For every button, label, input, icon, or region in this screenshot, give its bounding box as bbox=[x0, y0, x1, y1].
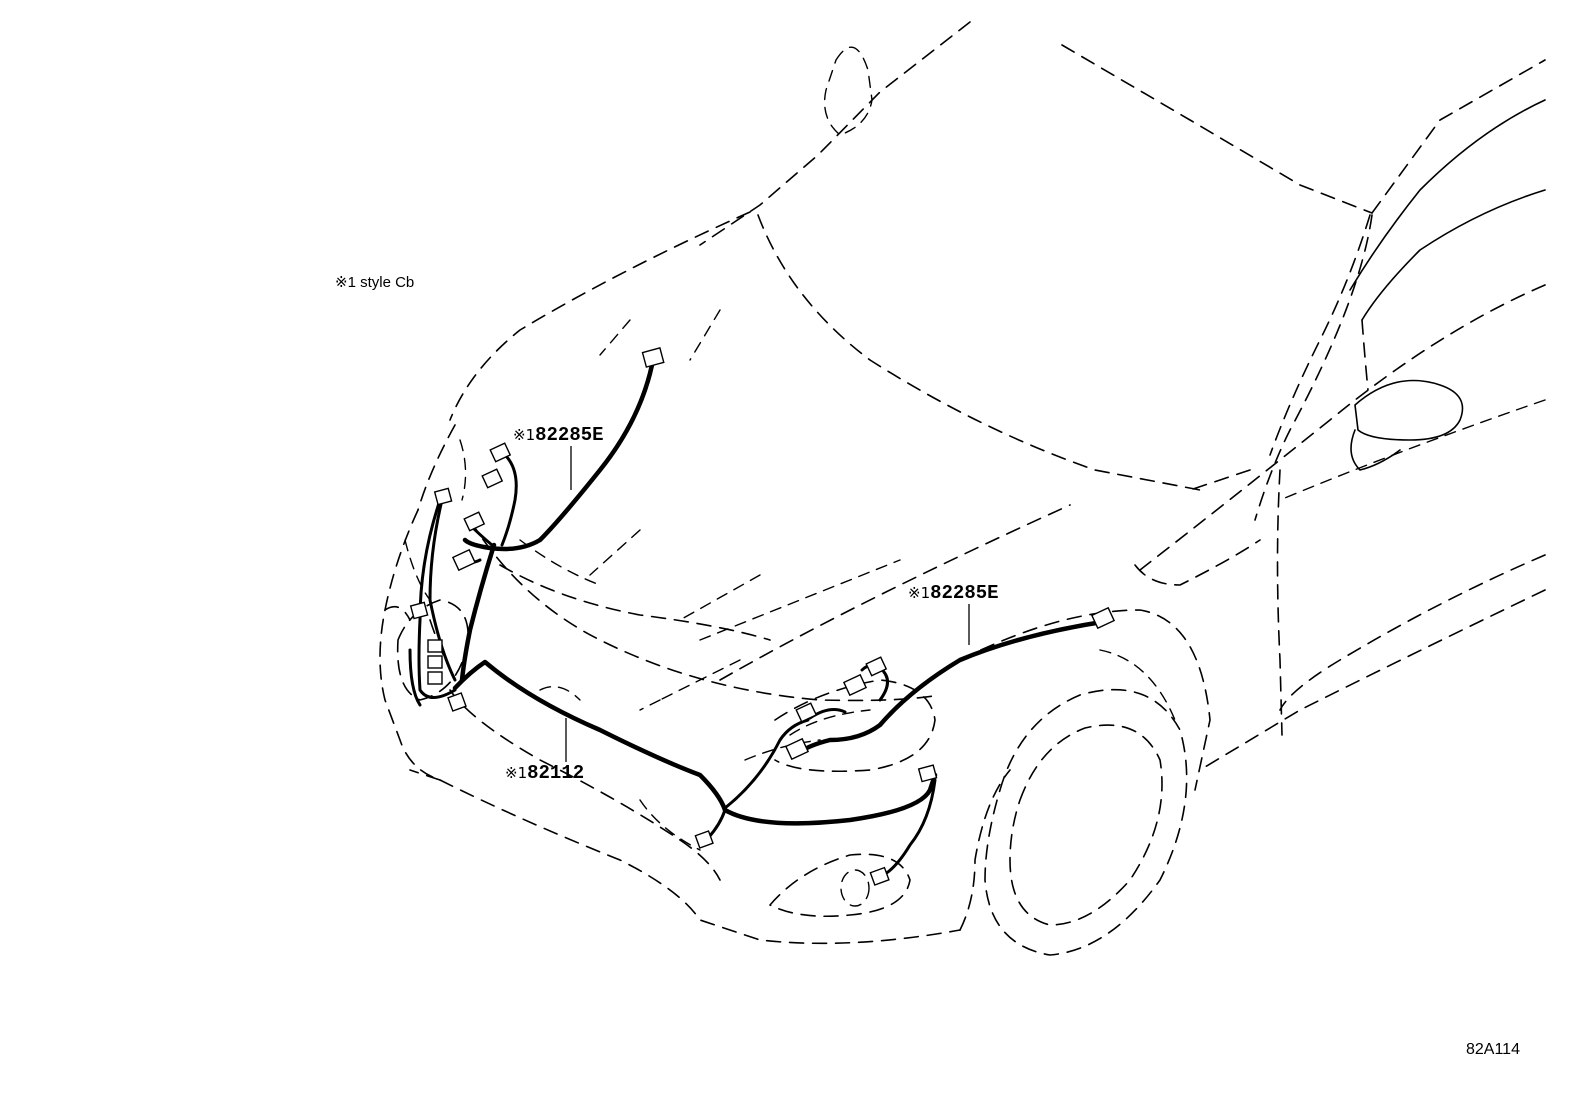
connector-icon bbox=[869, 866, 890, 886]
callout-part-number: 82112 bbox=[527, 762, 585, 784]
connector-icon bbox=[842, 673, 868, 697]
callout-82285e-left: ※182285E bbox=[513, 424, 604, 446]
callout-mark: ※1 bbox=[505, 764, 528, 782]
callout-mark: ※1 bbox=[908, 584, 931, 602]
connector-icon bbox=[1090, 606, 1116, 630]
harness-82112-front bbox=[452, 659, 938, 879]
callout-82285e-right: ※182285E bbox=[908, 582, 999, 604]
connector-icon bbox=[427, 655, 443, 669]
connector-icon bbox=[641, 347, 665, 368]
connector-icon bbox=[427, 639, 443, 653]
connector-icon bbox=[447, 692, 467, 712]
harness-82285e-left bbox=[408, 362, 655, 707]
callout-82112-front: ※182112 bbox=[505, 762, 584, 784]
callout-part-number: 82285E bbox=[930, 582, 999, 604]
connector-icon bbox=[795, 702, 818, 723]
style-note: ※1 style Cb bbox=[335, 274, 415, 291]
connector-icon bbox=[917, 764, 938, 783]
connector-icon bbox=[694, 830, 714, 849]
connector-icon bbox=[463, 511, 486, 532]
connector-icon bbox=[489, 442, 512, 463]
callout-part-number: 82285E bbox=[535, 424, 604, 446]
callout-leaders bbox=[565, 446, 970, 762]
connector-icon bbox=[451, 548, 477, 572]
connector-icon bbox=[865, 656, 888, 677]
connector-icon bbox=[433, 487, 453, 506]
car-body-outline bbox=[379, 21, 1546, 956]
figure-code: 82A114 bbox=[1466, 1041, 1520, 1058]
connector-icon bbox=[784, 737, 810, 761]
connector-group bbox=[409, 347, 1116, 886]
connector-icon bbox=[409, 601, 429, 620]
connector-icon bbox=[427, 671, 443, 685]
callout-mark: ※1 bbox=[513, 426, 536, 444]
connector-icon bbox=[481, 468, 504, 489]
